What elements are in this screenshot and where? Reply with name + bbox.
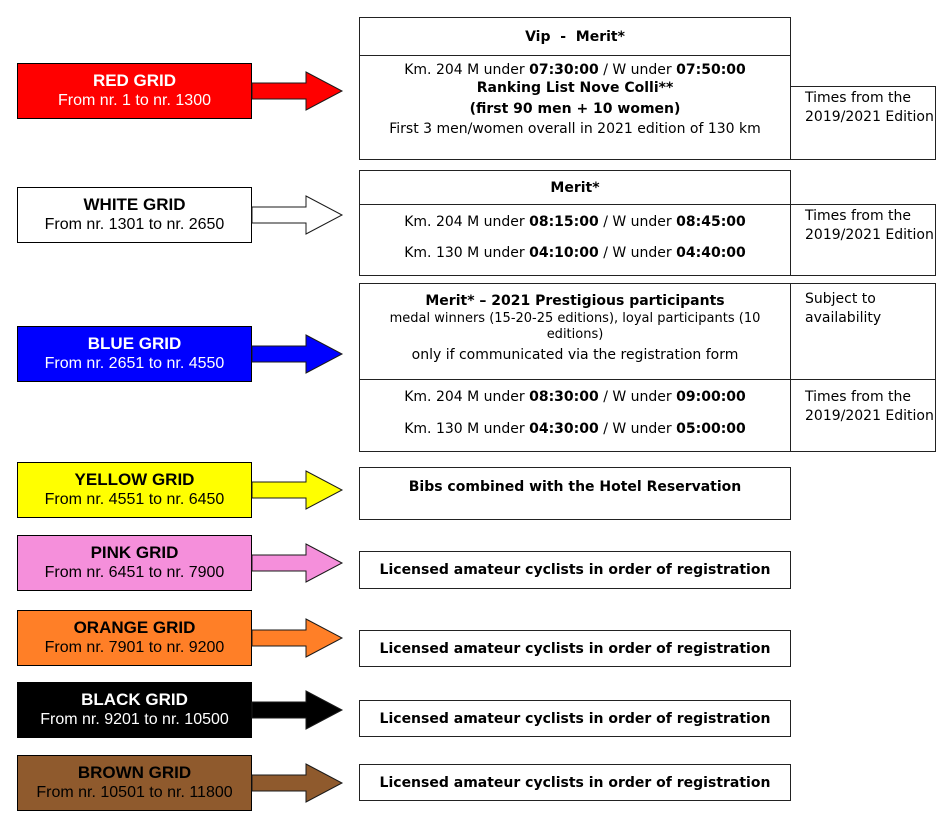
blue-availability-note: Subject to availability: [790, 283, 936, 380]
blue-prestigious-title: Merit* – 2021 Prestigious participants: [425, 293, 725, 309]
blue-prestigious-condition: only if communicated via the registratio…: [411, 347, 739, 363]
white-grid-box: WHITE GRID From nr. 1301 to nr. 2650: [17, 187, 252, 243]
yellow-info: Bibs combined with the Hotel Reservation: [408, 479, 742, 495]
red-arrow-icon: [251, 71, 344, 111]
grid-title: BROWN GRID: [77, 763, 192, 782]
yellow-grid-box: YELLOW GRID From nr. 4551 to nr. 6450: [17, 462, 252, 518]
grid-range: From nr. 7901 to nr. 9200: [44, 639, 225, 656]
grid-range: From nr. 1301 to nr. 2650: [44, 216, 225, 233]
orange-info: Licensed amateur cyclists in order of re…: [379, 640, 771, 657]
red-times-note: Times from the 2019/2021 Edition: [790, 86, 936, 160]
red-header: Vip - Merit*: [525, 28, 625, 45]
brown-arrow-icon: [251, 763, 344, 803]
grid-title: BLUE GRID: [87, 334, 182, 353]
black-info-cell: Licensed amateur cyclists in order of re…: [359, 700, 791, 737]
red-criteria-line1: Km. 204 M under 07:30:00 / W under 07:50…: [404, 62, 746, 78]
black-info: Licensed amateur cyclists in order of re…: [379, 710, 771, 727]
orange-arrow-icon: [251, 618, 344, 658]
grid-title: RED GRID: [92, 71, 177, 90]
blue-times-note: Times from the 2019/2021 Edition: [790, 379, 936, 452]
blue-grid-box: BLUE GRID From nr. 2651 to nr. 4550: [17, 326, 252, 382]
grid-title: WHITE GRID: [83, 195, 186, 214]
grid-range: From nr. 10501 to nr. 11800: [36, 784, 233, 801]
grid-title: YELLOW GRID: [74, 470, 195, 489]
blue-prestigious-desc: medal winners (15-20-25 editions), loyal…: [389, 311, 761, 342]
white-header: Merit*: [550, 179, 600, 196]
pink-info: Licensed amateur cyclists in order of re…: [379, 562, 771, 578]
grid-range: From nr. 9201 to nr. 10500: [40, 711, 229, 728]
brown-info: Licensed amateur cyclists in order of re…: [379, 774, 771, 791]
white-header-cell: Merit*: [359, 170, 791, 205]
red-first-90: (first 90 men + 10 women): [469, 101, 681, 117]
grid-range: From nr. 6451 to nr. 7900: [44, 564, 225, 581]
pink-grid-box: PINK GRID From nr. 6451 to nr. 7900: [17, 535, 252, 591]
white-arrow-icon: [251, 195, 344, 235]
red-header-cell: Vip - Merit*: [359, 17, 791, 56]
pink-info-cell: Licensed amateur cyclists in order of re…: [359, 551, 791, 589]
brown-grid-box: BROWN GRID From nr. 10501 to nr. 11800: [17, 755, 252, 811]
yellow-arrow-icon: [251, 470, 344, 510]
pink-arrow-icon: [251, 543, 344, 583]
grid-range: From nr. 2651 to nr. 4550: [44, 355, 225, 372]
grid-range: From nr. 4551 to nr. 6450: [44, 491, 225, 508]
white-criteria-cell: Km. 204 M under 08:15:00 / W under 08:45…: [359, 204, 791, 276]
black-grid-box: BLACK GRID From nr. 9201 to nr. 10500: [17, 682, 252, 738]
blue-criteria-cell: Km. 204 M under 08:30:00 / W under 09:00…: [359, 379, 791, 452]
grid-title: BLACK GRID: [81, 690, 188, 709]
red-ranking-list: Ranking List Nove Colli**: [476, 80, 674, 96]
white-row-204: Km. 204 M under 08:15:00 / W under 08:45…: [404, 214, 746, 230]
grid-title: ORANGE GRID: [73, 618, 196, 637]
black-arrow-icon: [251, 690, 344, 730]
blue-prestigious-cell: Merit* – 2021 Prestigious participants m…: [359, 283, 791, 380]
orange-info-cell: Licensed amateur cyclists in order of re…: [359, 630, 791, 667]
grid-range: From nr. 1 to nr. 1300: [58, 92, 211, 109]
red-grid-box: RED GRID From nr. 1 to nr. 1300: [17, 63, 252, 119]
orange-grid-box: ORANGE GRID From nr. 7901 to nr. 9200: [17, 610, 252, 666]
white-times-note: Times from the 2019/2021 Edition: [790, 204, 936, 276]
brown-info-cell: Licensed amateur cyclists in order of re…: [359, 764, 791, 801]
blue-row-204: Km. 204 M under 08:30:00 / W under 09:00…: [404, 389, 746, 405]
yellow-info-cell: Bibs combined with the Hotel Reservation: [359, 467, 791, 520]
grid-title: PINK GRID: [90, 543, 179, 562]
white-row-130: Km. 130 M under 04:10:00 / W under 04:40…: [404, 245, 746, 261]
red-first-3: First 3 men/women overall in 2021 editio…: [389, 121, 761, 137]
red-criteria-cell: Km. 204 M under 07:30:00 / W under 07:50…: [359, 55, 791, 160]
blue-row-130: Km. 130 M under 04:30:00 / W under 05:00…: [404, 421, 746, 437]
blue-arrow-icon: [251, 334, 344, 374]
